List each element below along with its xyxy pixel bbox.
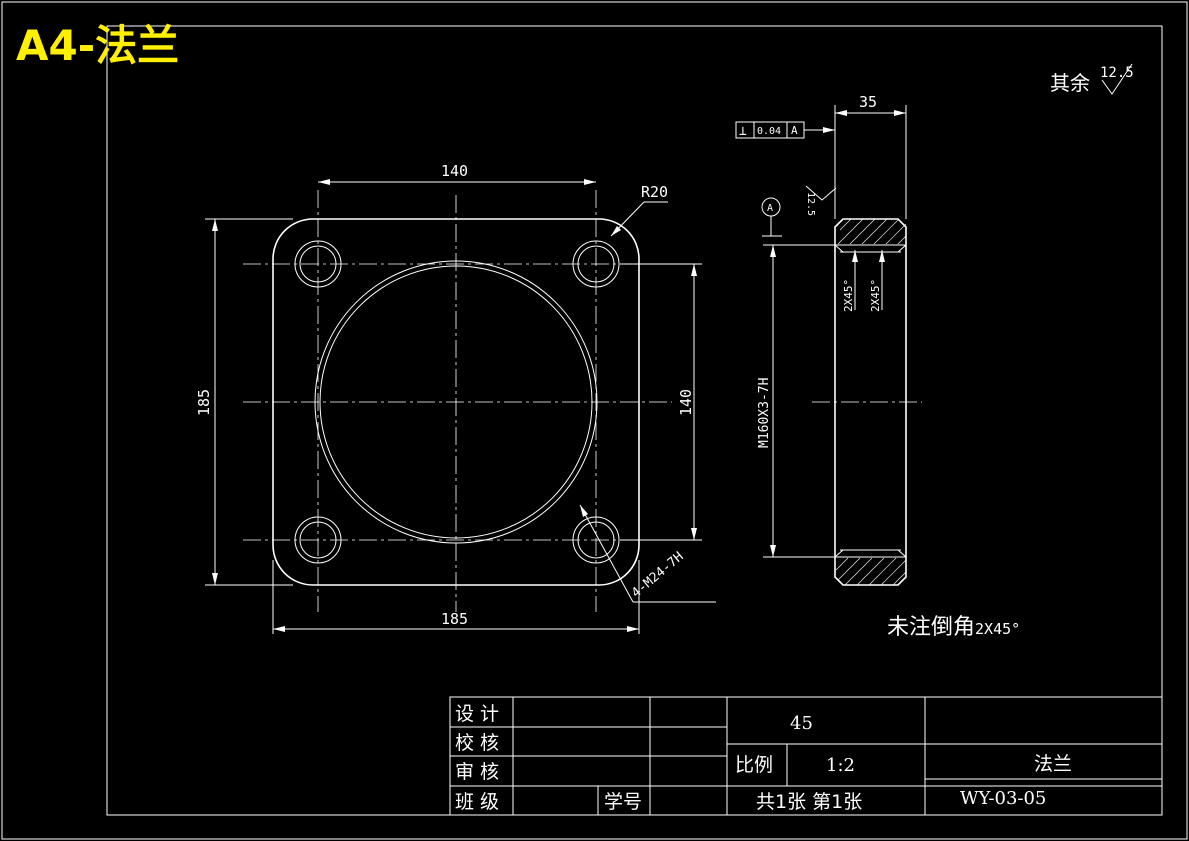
side-outline (834, 218, 907, 586)
dim-right-arrow-bottom (691, 528, 697, 540)
tb-scale-value: 1:2 (826, 755, 855, 776)
dim-thread-text: M160X3-7H (757, 378, 772, 448)
chamfer-line-bl (834, 549, 844, 558)
holes-arrow (580, 505, 588, 517)
datum-marker-text: A (767, 203, 773, 214)
dim-top-arrow-left (318, 179, 330, 185)
dim-bottom-text: 185 (441, 610, 468, 628)
chamfer-line-br (897, 549, 907, 558)
dim-top-arrow-right (584, 179, 596, 185)
dim-top-text: 140 (441, 162, 468, 180)
side-view: 35 ⊥ 0.04 A 12.5 A M160X (735, 93, 922, 586)
datum-marker: A (761, 197, 782, 237)
chamfer-text-a: 2X45° (842, 279, 855, 312)
chamfer-line-tl (834, 244, 844, 253)
tb-sheets: 共1张 第1张 (756, 791, 862, 813)
radius-arrow (611, 226, 621, 236)
tb-class: 班级 (455, 791, 505, 813)
tb-design: 设计 (455, 703, 505, 725)
dim-bottom-arrow-right (627, 626, 639, 632)
tolerance-value: 0.04 (757, 126, 781, 137)
tolerance-arrow (823, 127, 835, 133)
chamfer-note: 未注倒角2X45° (887, 615, 1020, 640)
tb-material: 45 (790, 713, 813, 734)
roughness-label: 其余 (1050, 71, 1090, 95)
dim-left-text: 185 (195, 389, 213, 416)
tb-scale-label: 比例 (735, 754, 773, 776)
dim-left-arrow-bottom (212, 573, 218, 585)
side-roughness: 12.5 (805, 185, 837, 216)
front-view: 140 185 140 185 R20 4-M24-7H (195, 162, 716, 634)
chamfer-text-b: 2X45° (869, 279, 882, 312)
tolerance-symbol: ⊥ (739, 124, 747, 139)
side-roughness-value: 12.5 (805, 192, 816, 216)
tb-check: 校核 (455, 732, 505, 754)
chamfer-arrow-b (879, 250, 885, 262)
tb-drawing-no: WY-03-05 (960, 788, 1046, 809)
dim-thickness-arrow-right (894, 110, 906, 116)
dim-left-arrow-top (212, 219, 218, 231)
holes-leader (579, 504, 634, 603)
drawing-title: A4-法兰 (16, 21, 179, 70)
roughness-symbol (1101, 63, 1133, 95)
tolerance-datum: A (791, 124, 798, 137)
tb-part-name: 法兰 (1034, 753, 1072, 775)
radius-text: R20 (641, 183, 668, 201)
chamfer-arrow-a (852, 250, 858, 262)
dim-thread-arrow-bottom (770, 545, 776, 557)
tb-review: 审核 (455, 761, 505, 783)
roughness-note: 其余 12.5 (1050, 63, 1134, 95)
dim-right-text: 140 (677, 389, 695, 416)
dim-thickness-arrow-left (835, 110, 847, 116)
hatch-bottom (835, 557, 907, 586)
dim-right-arrow-top (691, 264, 697, 276)
hatch-top (837, 218, 907, 245)
dim-thread-arrow-top (770, 245, 776, 257)
chamfer-line-tr (897, 244, 907, 253)
dim-bottom-arrow-left (273, 626, 285, 632)
tb-student-no: 学号 (604, 791, 642, 813)
tolerance-frame: ⊥ 0.04 A (735, 121, 835, 139)
roughness-value: 12.5 (1100, 65, 1134, 81)
title-block: 设计 校核 审核 班级 学号 45 比例 1:2 共1张 第1张 法兰 WY-0… (449, 696, 1163, 816)
dim-thickness-text: 35 (859, 93, 877, 111)
